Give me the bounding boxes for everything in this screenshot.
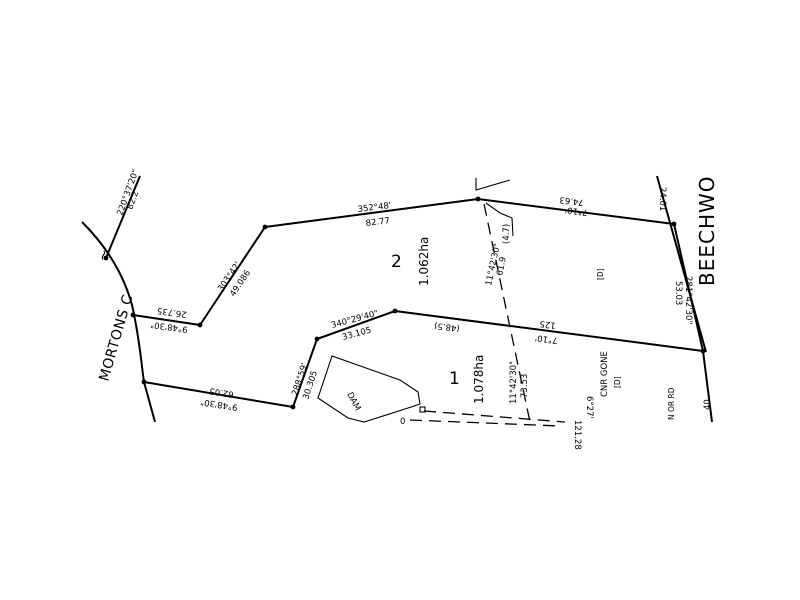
road-label-beechwood: BEECHWO xyxy=(695,175,719,286)
node xyxy=(671,221,677,227)
node xyxy=(130,312,136,318)
dim-top-dist: 82.77 xyxy=(365,216,390,229)
lot-1-area: 1.078ha xyxy=(472,355,486,404)
road-boundary-arc xyxy=(81,221,156,423)
road-label-mortons: MORTONS C xyxy=(96,293,136,383)
node xyxy=(392,308,398,314)
lot-1-number: 1 xyxy=(449,369,460,389)
node xyxy=(314,336,320,342)
dim-right-bearing: 281°42'30" xyxy=(683,276,693,324)
dim-right-short: 24.01 xyxy=(657,187,667,211)
dashed-line-lower xyxy=(423,410,566,423)
dim-stub-dist: 26.735 xyxy=(157,305,188,319)
dim-right-dist: 53.03 xyxy=(673,281,683,305)
dim-top-bearing: 352°48' xyxy=(357,201,392,215)
dim-mid-dist2: 125 xyxy=(539,318,556,330)
dim-right-low-dist: 121.28 xyxy=(572,420,582,450)
node xyxy=(475,196,481,202)
node xyxy=(197,322,203,328)
node xyxy=(290,404,296,410)
dashed-line-lower-2 xyxy=(409,419,561,427)
dam-outline xyxy=(317,355,421,423)
easement-tick xyxy=(485,202,514,237)
dim-right-low-bearing: 6°27' xyxy=(584,396,594,419)
dim-mid-paren: (48.5) xyxy=(434,320,461,333)
road-symbol: ~ xyxy=(94,247,113,263)
road-edge-right-low xyxy=(702,350,713,423)
road-edge-right xyxy=(656,175,707,353)
edge-number: 40 xyxy=(703,399,713,410)
lot-2-boundary xyxy=(132,198,704,352)
side-note: N OR RD xyxy=(667,387,676,420)
node xyxy=(700,348,706,354)
building-outline-top xyxy=(475,178,511,191)
node xyxy=(141,379,147,385)
dim-mid-bearing: 340°29'40" xyxy=(330,309,379,331)
dim-top-right-bearing: 7°10' xyxy=(565,204,589,217)
lot-2-area: 1.062ha xyxy=(417,237,431,286)
node xyxy=(262,224,268,230)
dim-lot1-dist: 73.53 xyxy=(520,374,530,398)
d-mark-lower: [D] xyxy=(613,376,622,388)
dim-top-right-dist: 74.63 xyxy=(559,194,584,207)
dim-bottom-dist: 62.05 xyxy=(209,385,235,399)
lot-2-number: 2 xyxy=(391,252,402,272)
dam-marker xyxy=(419,406,426,413)
dim-mid-bearing2: 7°10' xyxy=(535,332,559,345)
dam-label: DAM xyxy=(344,391,362,413)
dim-dashed-dist: 61.9 xyxy=(495,256,509,277)
dim-lot1-bearing: 11°42'30" xyxy=(509,361,519,404)
d-mark-upper: [D] xyxy=(596,268,605,280)
node xyxy=(103,255,109,261)
survey-nodes xyxy=(103,196,706,410)
frontage-line-top-left xyxy=(105,175,141,259)
cnr-gone-label: CNR GONE xyxy=(600,351,610,397)
dim-dashed-paren: (4.7) xyxy=(502,224,512,244)
misc-mark: 0 xyxy=(400,417,405,427)
